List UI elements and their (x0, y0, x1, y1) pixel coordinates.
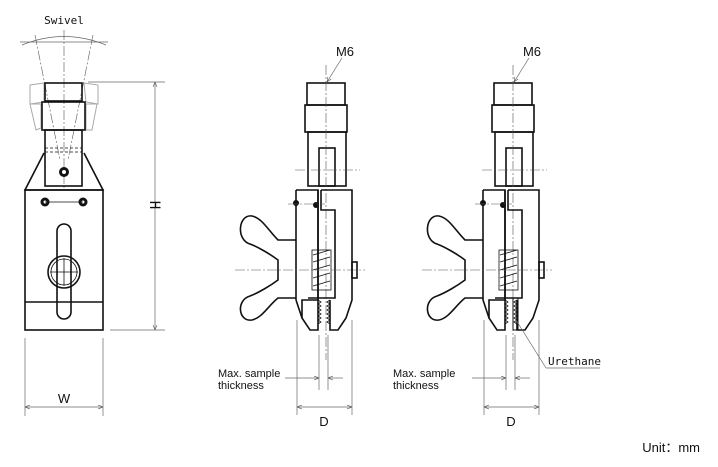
sample-thickness-label-1: Max. sample (393, 368, 455, 380)
height-label: H (146, 201, 162, 209)
side-view-urethane: Urethane M6 Max. sample thickness D (393, 44, 601, 429)
depth-label: D (319, 414, 328, 429)
sample-thickness-label-1: Max. sample (218, 368, 280, 380)
side-view-standard: M6 Max. sample thickness D (218, 44, 365, 429)
sample-thickness-label-2: thickness (218, 380, 264, 392)
thread-label: M6 (523, 44, 541, 59)
urethane-label: Urethane (548, 355, 601, 368)
unit-label: Unit：mm (642, 440, 700, 455)
swivel-label: Swivel (44, 14, 84, 27)
width-label: W (58, 391, 71, 406)
thread-label: M6 (336, 44, 354, 59)
depth-label: D (506, 414, 515, 429)
sample-thickness-label-2: thickness (393, 380, 439, 392)
front-view: Swivel H W (20, 14, 165, 416)
